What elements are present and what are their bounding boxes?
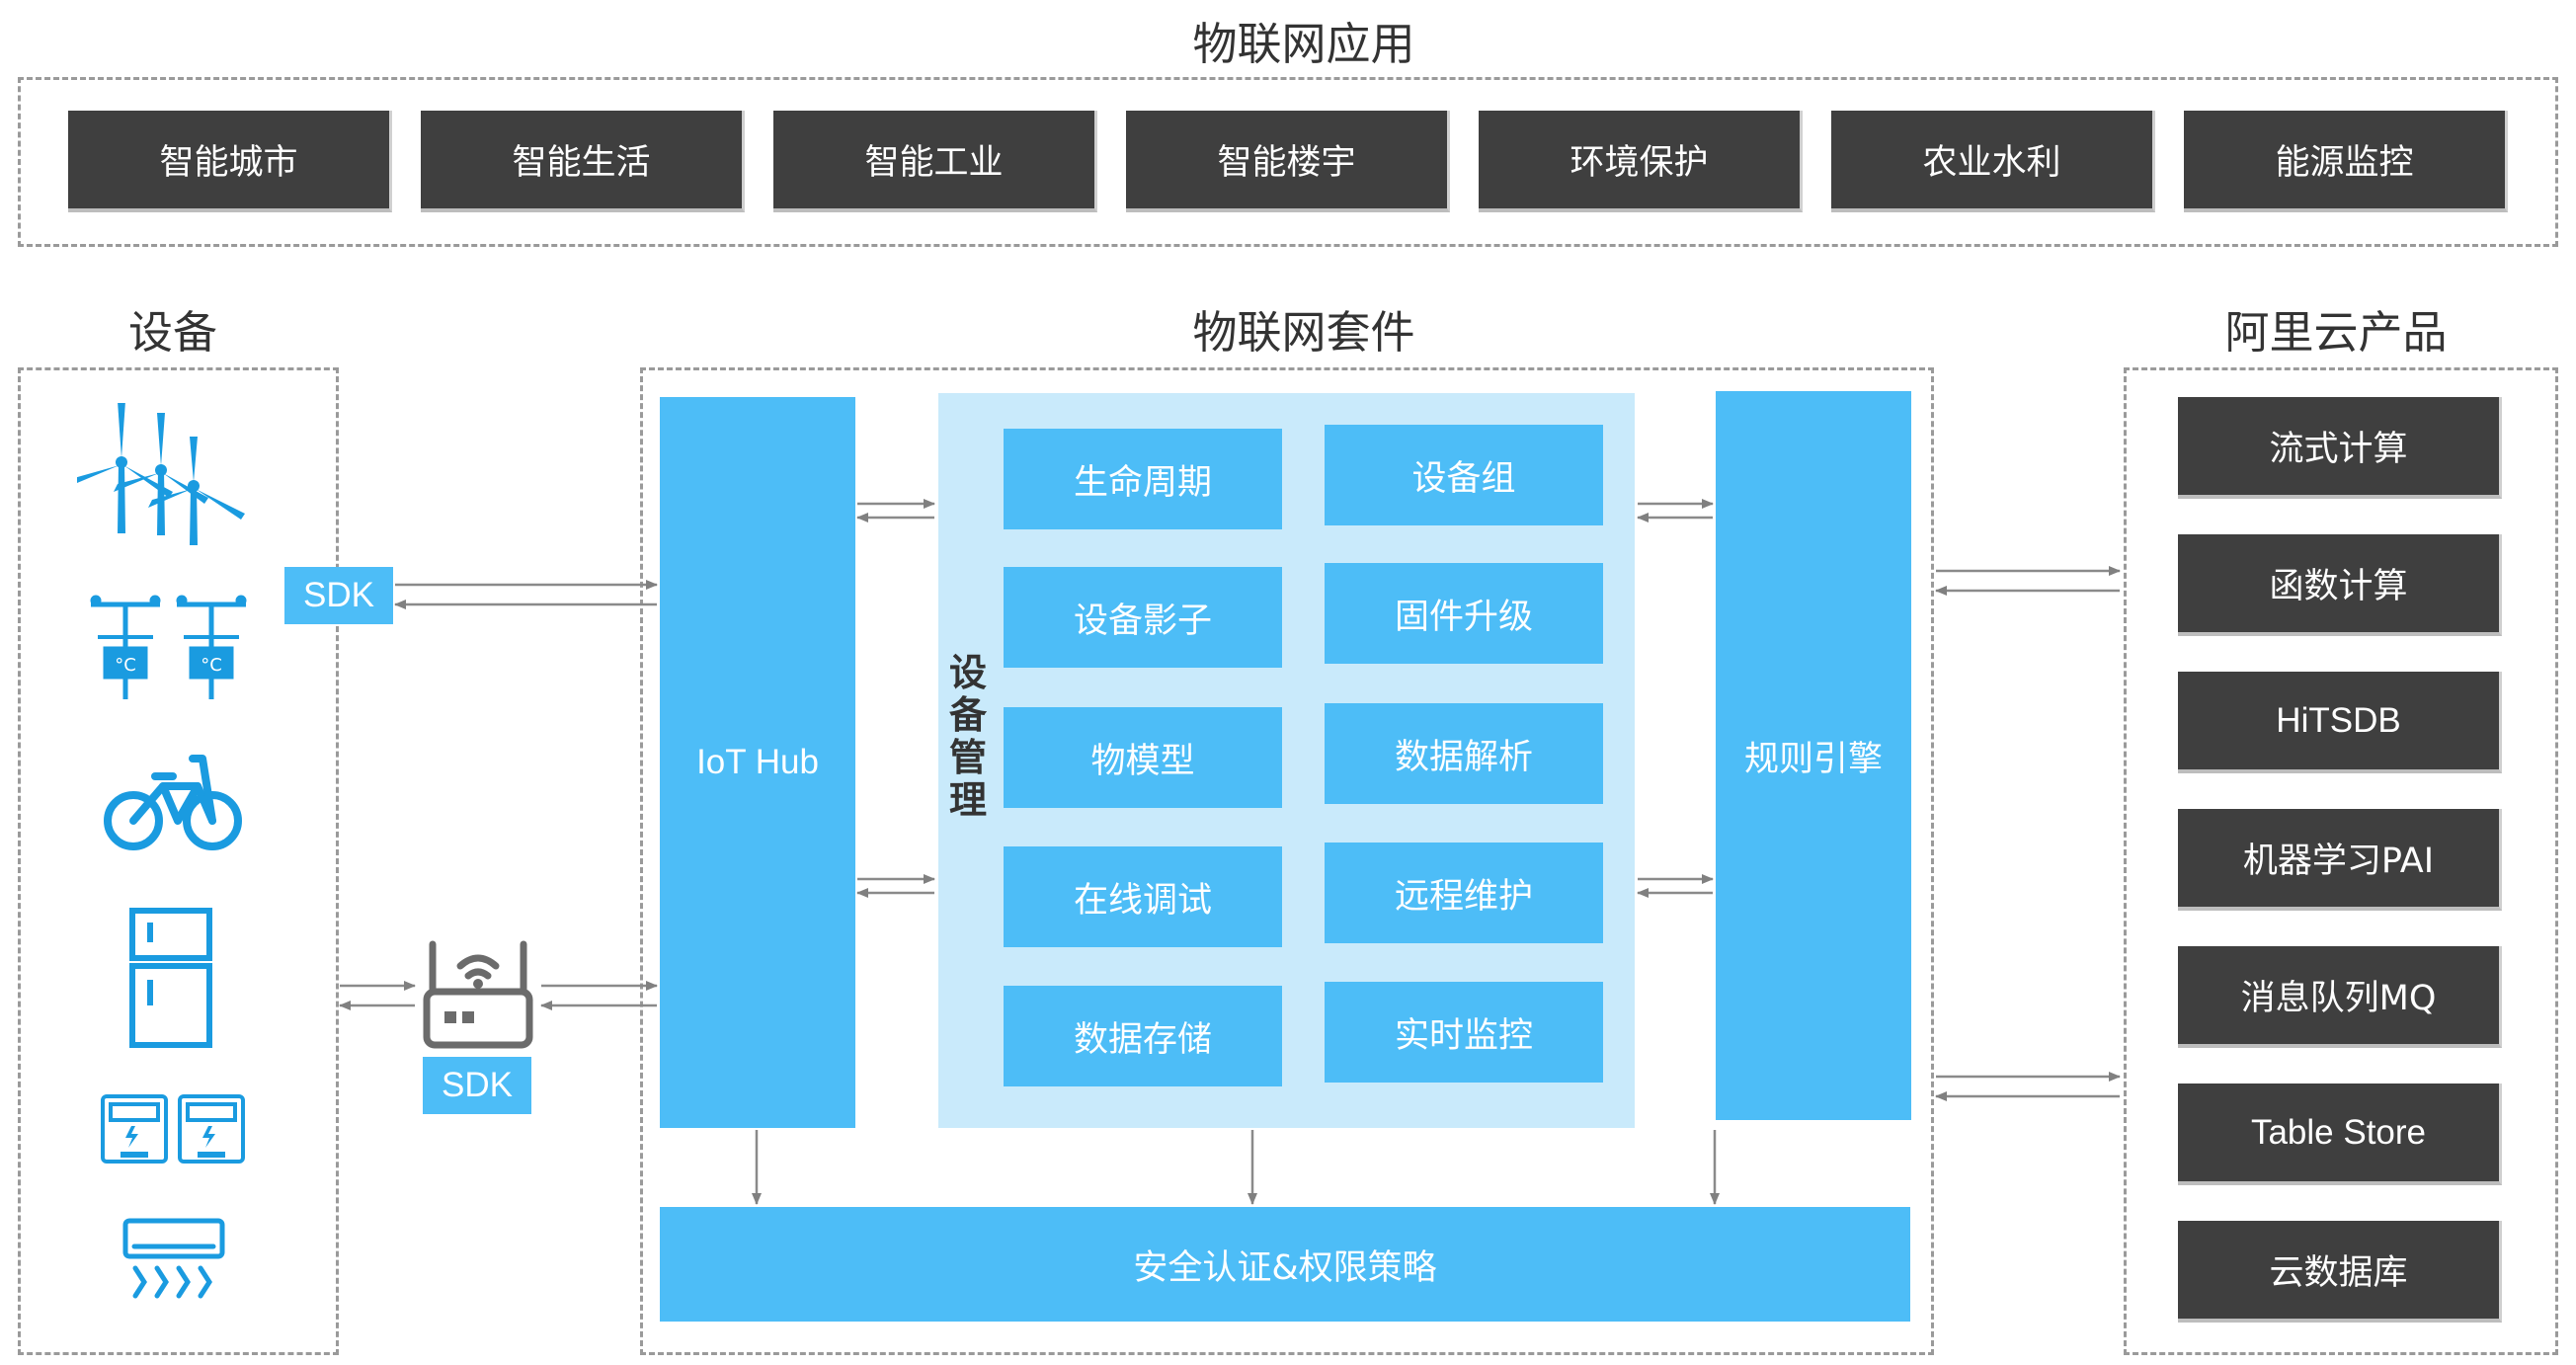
wind-turbine-icon (77, 403, 245, 545)
product-hitsdb: HiTSDB (2178, 672, 2502, 773)
security-auth-policy-bar: 安全认证&权限策略 (660, 1207, 1910, 1322)
product-machine-learning-pai: 机器学习PAI (2178, 809, 2502, 911)
refrigerator-icon (129, 908, 212, 1048)
devices-title: 设备 (127, 306, 217, 359)
module-device-shadow: 设备影子 (1004, 567, 1282, 668)
applications-container (18, 77, 2558, 247)
iot-suite-container (640, 367, 1934, 1355)
iot-hub-box: IoT Hub (660, 397, 855, 1128)
sdk-label-direct: SDK (284, 567, 393, 624)
app-energy-monitoring: 能源监控 (2184, 111, 2508, 212)
devices-container (18, 367, 339, 1355)
module-data-parsing: 数据解析 (1325, 703, 1603, 804)
gateway-router-icon (423, 940, 533, 1049)
module-lifecycle: 生命周期 (1004, 429, 1282, 529)
module-data-storage: 数据存储 (1004, 986, 1282, 1086)
device-management-char: 理 (948, 778, 987, 822)
bicycle-icon (104, 755, 242, 850)
module-online-debug: 在线调试 (1004, 846, 1282, 947)
aliyun-products-title: 阿里云产品 (2224, 306, 2448, 359)
app-smart-building: 智能楼宇 (1126, 111, 1450, 212)
module-remote-maintenance: 远程维护 (1325, 843, 1603, 943)
product-message-queue-mq: 消息队列MQ (2178, 946, 2502, 1048)
device-management-label: 设 备 管 理 (938, 652, 998, 822)
weather-station-icon: °C °C (90, 595, 247, 699)
product-cloud-database: 云数据库 (2178, 1221, 2502, 1323)
svg-text:°C: °C (115, 655, 136, 676)
app-smart-industry: 智能工业 (773, 111, 1097, 212)
device-management-char: 备 (948, 693, 987, 737)
iot-suite-title: 物联网套件 (1192, 306, 1415, 359)
app-environment-protection: 环境保护 (1479, 111, 1803, 212)
app-smart-city: 智能城市 (68, 111, 392, 212)
module-realtime-monitoring: 实时监控 (1325, 982, 1603, 1083)
smart-meter-icon (101, 1094, 245, 1164)
product-table-store: Table Store (2178, 1084, 2502, 1185)
module-thing-model: 物模型 (1004, 707, 1282, 808)
sdk-label-gateway: SDK (423, 1057, 531, 1114)
rule-engine-box: 规则引擎 (1716, 391, 1911, 1120)
svg-text:°C: °C (201, 655, 222, 676)
aliyun-products-container (2124, 367, 2558, 1355)
device-management-char: 设 (948, 651, 987, 694)
app-smart-living: 智能生活 (421, 111, 745, 212)
app-agriculture-water: 农业水利 (1831, 111, 2155, 212)
product-function-compute: 函数计算 (2178, 534, 2502, 636)
device-management-char: 管 (948, 736, 987, 779)
iot-applications-title: 物联网应用 (1192, 18, 1415, 70)
module-device-group: 设备组 (1325, 425, 1603, 525)
module-firmware-upgrade: 固件升级 (1325, 563, 1603, 664)
air-conditioner-icon (122, 1218, 225, 1299)
product-stream-compute: 流式计算 (2178, 397, 2502, 499)
